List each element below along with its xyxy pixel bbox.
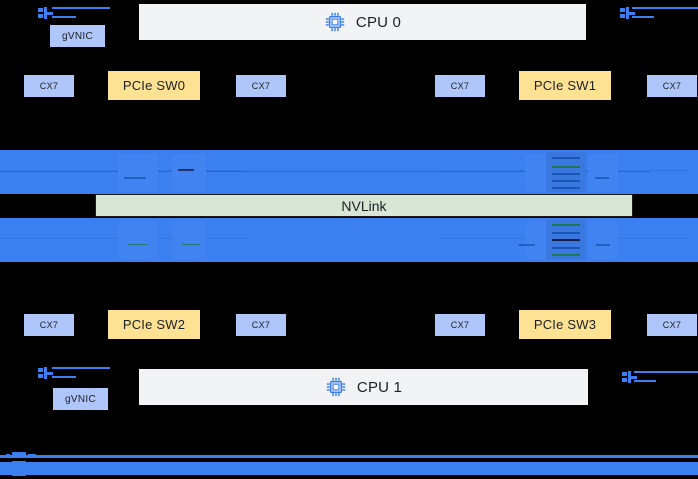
cx7-1[interactable]: CX7	[236, 75, 286, 97]
cx7-0[interactable]: CX7	[24, 75, 74, 97]
cx7-3[interactable]: CX7	[647, 75, 697, 97]
chip-icon	[325, 376, 347, 398]
cpu-0[interactable]: CPU 0	[139, 4, 586, 40]
cx7-7[interactable]: CX7	[647, 314, 697, 336]
cpu-0-label: CPU 0	[355, 13, 402, 31]
gpu-band-top	[0, 150, 698, 194]
chip-icon	[324, 11, 346, 33]
cx7-5[interactable]: CX7	[236, 314, 286, 336]
cpu-1-label: CPU 1	[356, 378, 403, 396]
cx7-6[interactable]: CX7	[435, 314, 485, 336]
gpu-block-top	[546, 152, 586, 192]
gvnic-bottom-right-link-icon	[622, 370, 698, 386]
gvnic-top[interactable]: gVNIC	[50, 25, 105, 47]
network-bar-top-line	[0, 455, 698, 458]
gvnic-top-right-link-icon	[620, 6, 698, 22]
gvnic-bottom[interactable]: gVNIC	[53, 388, 108, 410]
cx7-4[interactable]: CX7	[24, 314, 74, 336]
gvnic-top-link-icon	[38, 6, 110, 22]
gpu-block-bottom	[546, 220, 586, 260]
gvnic-bottom-link-icon	[38, 366, 110, 382]
network-bar	[0, 462, 698, 475]
pcie-sw0[interactable]: PCIe SW0	[108, 71, 200, 100]
pcie-sw3[interactable]: PCIe SW3	[519, 310, 611, 339]
nvlink-bar[interactable]: NVLink	[95, 194, 633, 217]
pcie-sw2[interactable]: PCIe SW2	[108, 310, 200, 339]
gpu-band-bottom	[0, 218, 698, 262]
network-switch-icon	[4, 450, 50, 478]
cpu-1[interactable]: CPU 1	[139, 369, 588, 405]
pcie-sw1[interactable]: PCIe SW1	[519, 71, 611, 100]
cx7-2[interactable]: CX7	[435, 75, 485, 97]
